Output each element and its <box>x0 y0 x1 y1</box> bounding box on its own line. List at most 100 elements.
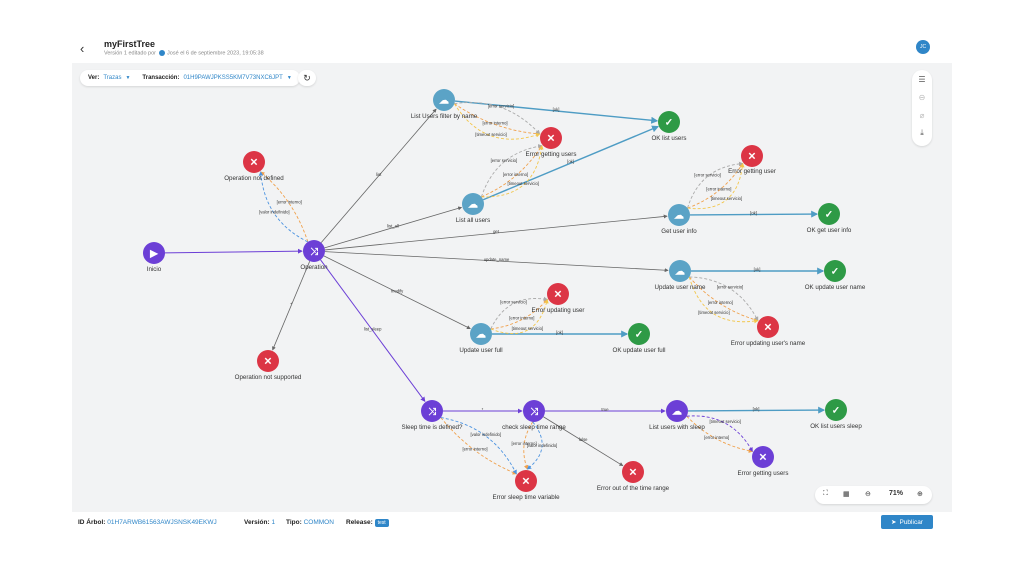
edge-list_all_users-to-ok_list_users[interactable] <box>482 125 660 201</box>
edge-list_all_users-to-error_getting_users_1[interactable] <box>481 145 544 198</box>
flow-canvas[interactable] <box>72 63 952 512</box>
close-icon: ✕ <box>759 453 767 464</box>
close-icon: ✕ <box>764 323 772 334</box>
edge-operation-to-sleep_defined[interactable] <box>320 259 426 403</box>
check-icon: ✓ <box>832 406 840 417</box>
edge-sleep_defined-to-error_sleep_variable[interactable] <box>440 417 518 475</box>
edge-get_user_info-to-ok_get_user_info[interactable] <box>689 210 819 218</box>
node-ok-list-users-sleep[interactable]: ✓OK list users sleep <box>810 399 862 430</box>
node-circle <box>257 350 279 372</box>
edge-get_user_info-to-error_getting_user[interactable] <box>687 161 744 209</box>
release-badge: test <box>374 519 389 527</box>
node-error-updating-user[interactable]: ✕Error updating user <box>532 283 585 314</box>
edge-check_sleep-to-error_sleep_variable[interactable] <box>526 421 543 470</box>
edge-sleep_defined-to-error_sleep_variable[interactable] <box>440 417 517 475</box>
publish-button[interactable]: ➤ Publicar <box>881 515 933 529</box>
edge-check_sleep-to-error_sleep_variable[interactable] <box>523 421 534 470</box>
edge-operation-to-update_user_name[interactable] <box>324 251 669 273</box>
edge-label: [valor indefinido] <box>259 210 290 215</box>
edge-label: [error servicio] <box>488 104 515 109</box>
edge-update_user_full-to-error_updating_user[interactable] <box>490 298 548 330</box>
zoom-in-icon[interactable]: ⊕ <box>917 491 923 498</box>
edge-list_all_users-to-error_getting_users_1[interactable] <box>481 145 543 198</box>
node-circle <box>303 240 325 262</box>
node-op-not-supported[interactable]: ✕Operation not supported <box>235 350 302 381</box>
edge-update_user_name-to-error_updating_users_name[interactable] <box>688 276 759 322</box>
edge-list_users_sleep-to-error_getting_users_2[interactable] <box>686 415 754 453</box>
attachment-icon[interactable]: ⌀ <box>919 111 925 120</box>
map-icon[interactable]: ▦ <box>843 491 850 498</box>
node-ok-list-users[interactable]: ✓OK list users <box>651 111 687 142</box>
download-icon[interactable]: ⤓ <box>920 128 924 137</box>
refresh-button[interactable]: ↻ <box>298 70 316 86</box>
edge-get_user_info-to-error_getting_user[interactable] <box>687 162 745 210</box>
node-operation[interactable]: ⤨Operation <box>300 240 328 271</box>
node-sleep-defined[interactable]: ⤨Sleep time is defined? <box>402 400 463 431</box>
user-avatar[interactable]: JC <box>916 40 930 54</box>
edge-operation-to-list_all_users[interactable] <box>324 206 463 249</box>
edge-label: [error servicio] <box>694 172 721 177</box>
node-op-not-defined[interactable]: ✕Operation not defined <box>224 151 284 182</box>
fit-screen-icon[interactable]: ⛶ <box>823 490 828 497</box>
view-select[interactable]: Trazas <box>103 75 122 81</box>
edge-operation-to-get_user_info[interactable] <box>324 214 668 251</box>
node-list-users-sleep[interactable]: ☁List users with sleep <box>649 400 705 431</box>
edge-list_users_filter-to-error_getting_users_1[interactable] <box>453 103 541 140</box>
node-update-user-full[interactable]: ☁Update user full <box>459 323 503 354</box>
transaction-chevron-down-icon[interactable]: ▼ <box>286 75 292 81</box>
edge-label: [error interno] <box>277 200 302 205</box>
node-circle <box>824 260 846 282</box>
edge-update_user_name-to-error_updating_users_name[interactable] <box>688 276 759 324</box>
edge-operation-to-op_not_defined[interactable] <box>260 171 309 243</box>
edge-list_all_users-to-error_getting_users_1[interactable] <box>480 144 543 198</box>
node-label: List Users filter by name <box>411 113 478 120</box>
node-circle <box>243 151 265 173</box>
node-error-out-of-range[interactable]: ✕Error out of the time range <box>597 461 670 492</box>
edge-update_user_full-to-error_updating_user[interactable] <box>490 296 549 330</box>
node-error-updating-users-name[interactable]: ✕Error updating user's name <box>731 316 806 347</box>
type: Tipo: COMMON <box>286 519 334 526</box>
edge-get_user_info-to-error_getting_user[interactable] <box>687 162 744 209</box>
transaction-select[interactable]: 01H9PAWJPKSS5KM7V73NXC6JPT <box>183 75 283 81</box>
node-error-getting-users-2[interactable]: ✕ Error getting users <box>738 446 789 477</box>
edge-update_user_name-to-error_updating_users_name[interactable] <box>689 276 759 322</box>
settings-sliders-icon[interactable]: ☰ <box>918 75 926 84</box>
edge-operation-to-update_user_full[interactable] <box>323 255 471 330</box>
edge-list_users_sleep-to-ok_list_users_sleep[interactable] <box>687 406 826 414</box>
node-update-user-name[interactable]: ☁Update user name <box>655 260 706 291</box>
node-label: Error getting users <box>738 470 789 477</box>
edge-label: [error servicio] <box>717 285 744 290</box>
node-label: Operation not supported <box>235 374 302 381</box>
edge-check_sleep-to-error_out_of_range[interactable] <box>543 416 624 467</box>
node-list-all-users[interactable]: ☁List all users <box>456 193 490 224</box>
zoom-out-icon[interactable]: ⊖ <box>865 491 871 498</box>
node-error-sleep-variable[interactable]: ✕Error sleep time variable <box>492 470 560 501</box>
node-circle <box>547 283 569 305</box>
node-ok-get-user-info[interactable]: ✓OK get user info <box>807 203 852 234</box>
node-error-getting-users-1[interactable]: ✕Error getting users <box>526 127 577 158</box>
node-circle <box>433 89 455 111</box>
node-ok-update-user-name[interactable]: ✓OK update user name <box>805 260 866 291</box>
node-list-users-filter[interactable]: ☁List Users filter by name <box>411 89 478 120</box>
view-label: Ver: <box>88 75 100 81</box>
edge-list_users_sleep-to-error_getting_users_2[interactable] <box>686 415 753 452</box>
node-error-getting-user[interactable]: ✕Error getting user <box>728 145 776 175</box>
back-arrow-icon[interactable]: ‹ <box>80 41 85 56</box>
check-icon: ✓ <box>825 210 833 221</box>
edge-operation-to-op_not_supported[interactable] <box>272 260 311 351</box>
node-circle <box>628 323 650 345</box>
robot-icon[interactable]: ⊖ <box>918 93 926 102</box>
edge-operation-to-list_users_filter[interactable] <box>320 108 437 243</box>
view-chevron-down-icon[interactable]: ▼ <box>125 75 131 81</box>
edge-operation-to-op_not_defined[interactable] <box>258 171 309 243</box>
node-circle <box>669 260 691 282</box>
edge-list_users_filter-to-error_getting_users_1[interactable] <box>454 102 541 135</box>
edge-inicio-to-operation[interactable] <box>164 248 303 254</box>
node-get-user-info[interactable]: ☁Get user info <box>661 204 697 235</box>
edge-list_users_filter-to-error_getting_users_1[interactable] <box>454 103 541 136</box>
edge-update_user_full-to-error_updating_user[interactable] <box>490 298 549 334</box>
node-ok-update-user-full[interactable]: ✓OK update user full <box>613 323 666 354</box>
edge-list_users_filter-to-ok_list_users[interactable] <box>454 100 659 124</box>
node-inicio[interactable]: ▶Inicio <box>143 242 165 273</box>
node-check-sleep[interactable]: ⤨check sleep time range <box>502 400 566 431</box>
